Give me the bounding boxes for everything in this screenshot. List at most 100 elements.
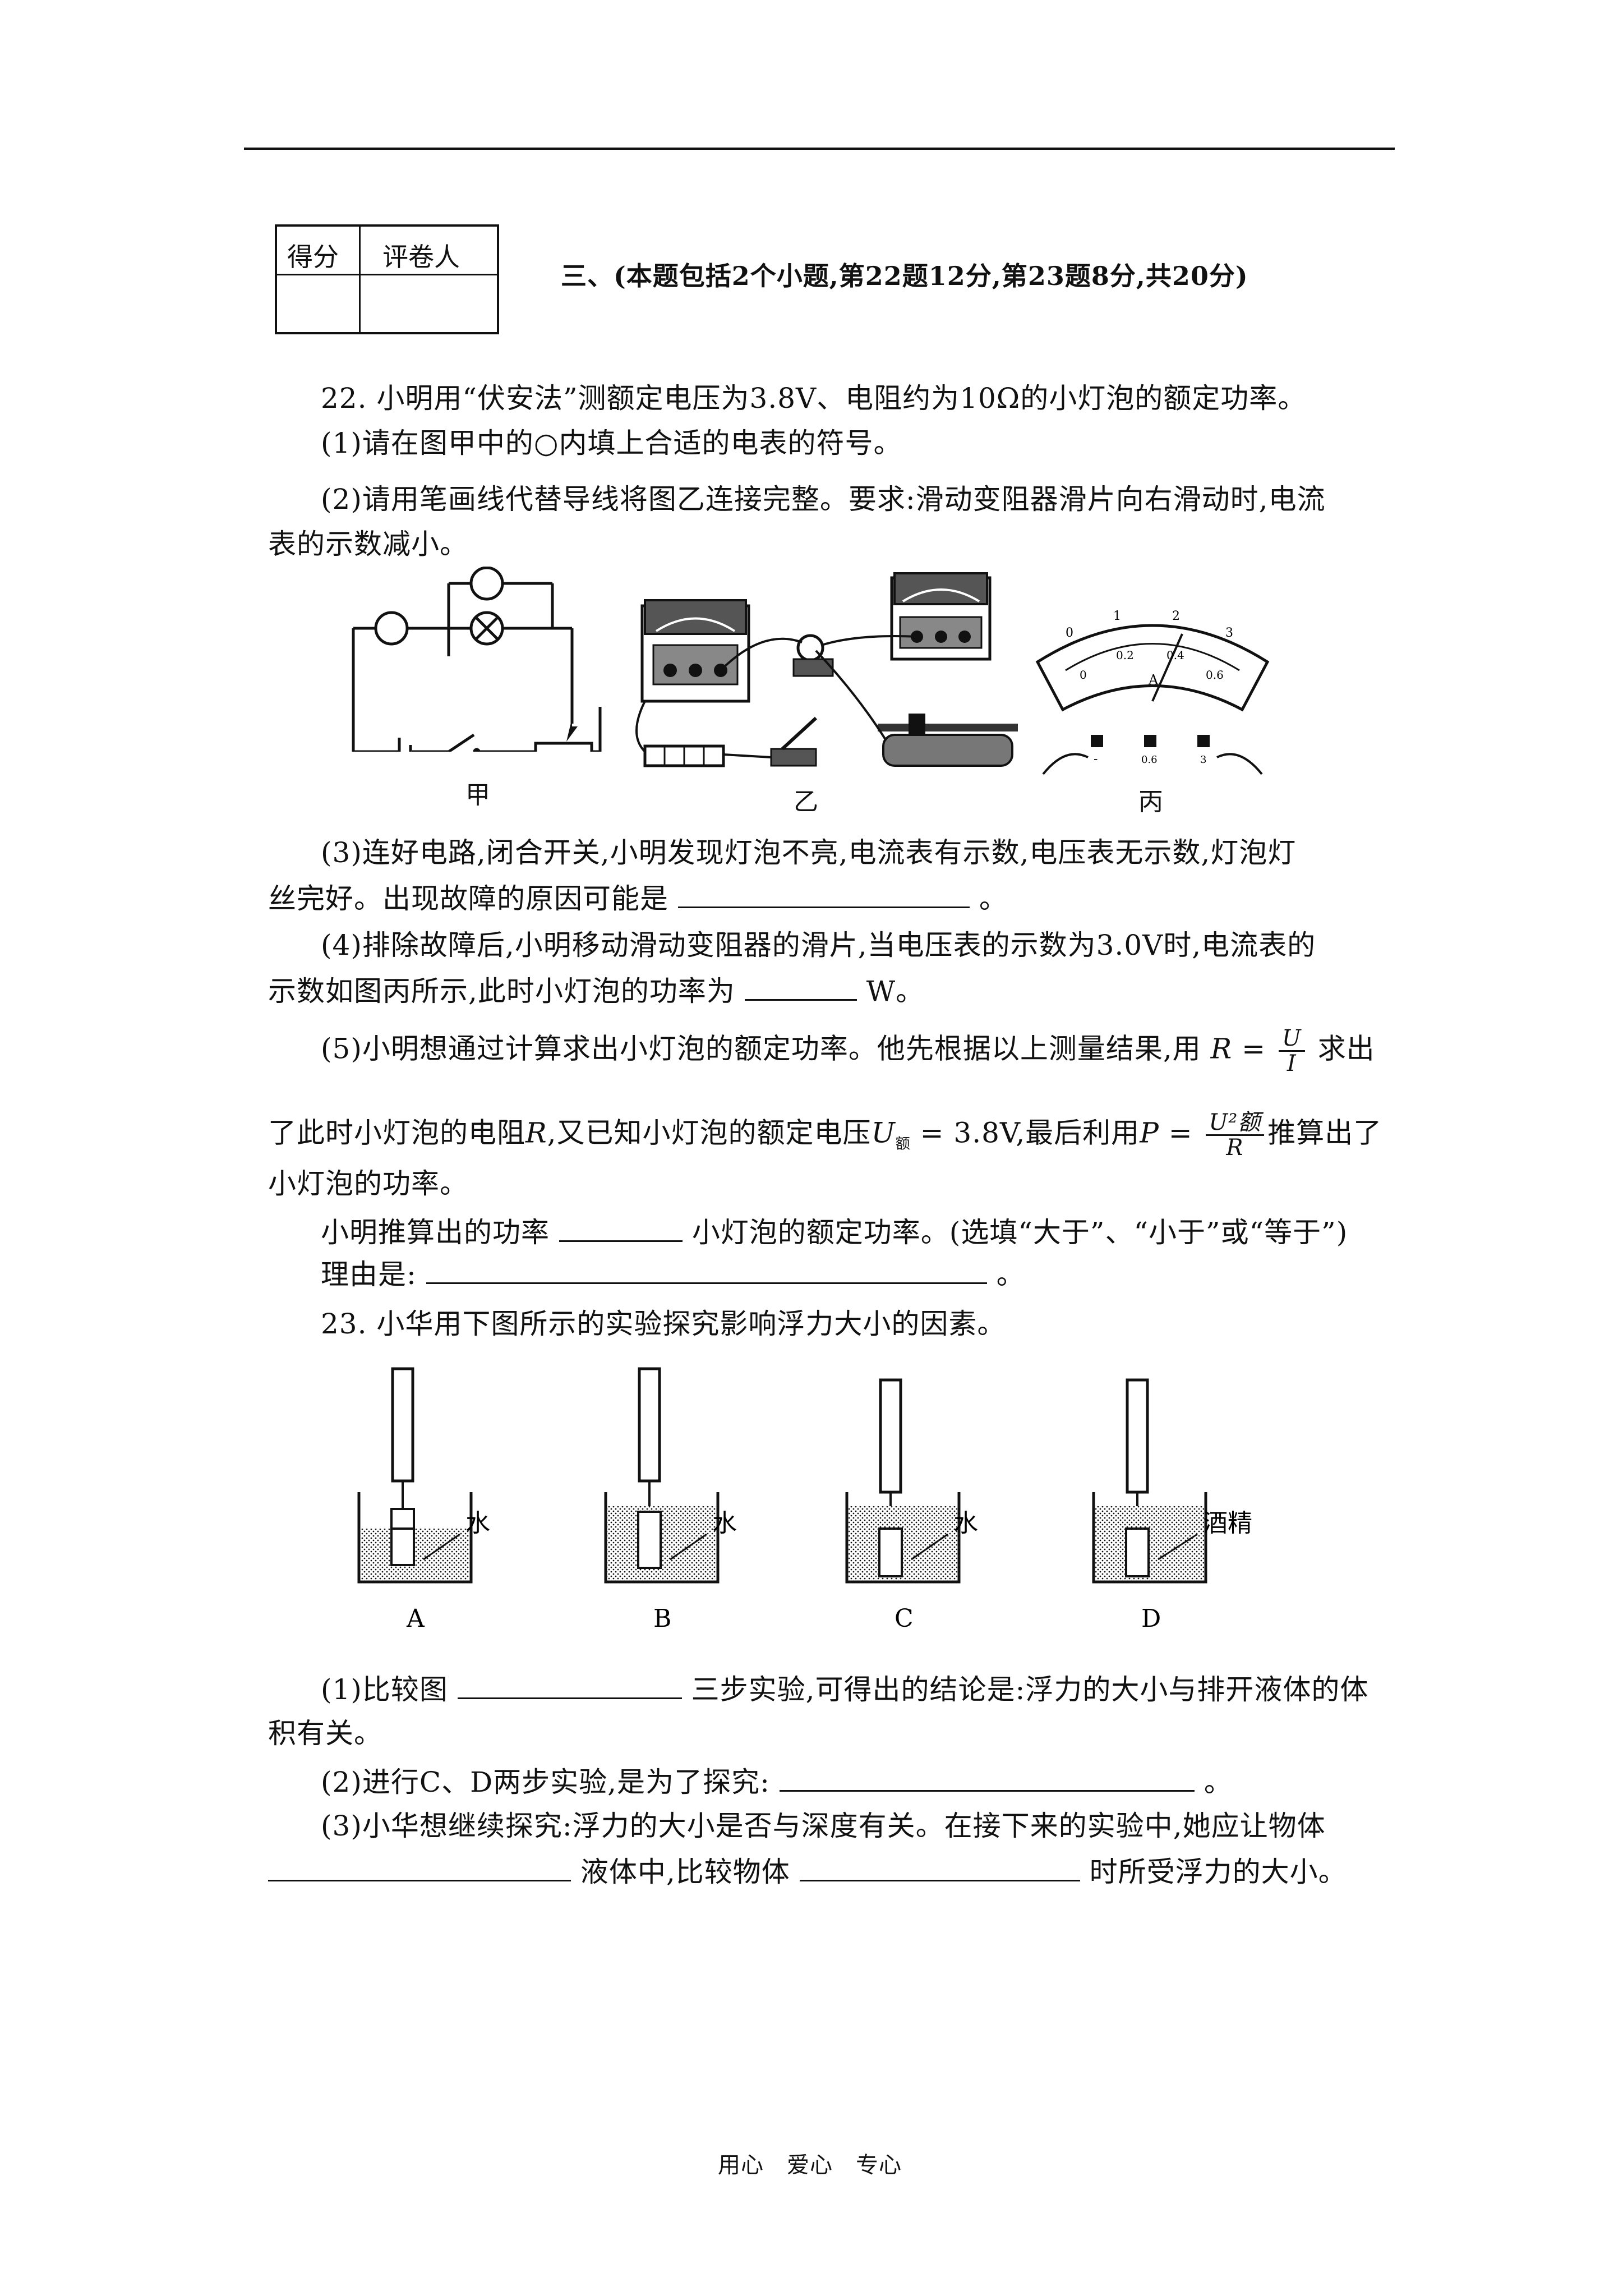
q23-part1-answer-blank[interactable] xyxy=(457,1672,682,1699)
beaker-c xyxy=(845,1378,961,1584)
q22-part3-line2: 丝完好。出现故障的原因可能是 。 xyxy=(268,881,1008,915)
figure-label-bing: 丙 xyxy=(1138,788,1164,816)
q23-part2-end: 。 xyxy=(1204,1766,1233,1798)
beaker-b xyxy=(604,1367,720,1584)
figure-jia-circuit xyxy=(352,567,602,752)
q22-reason-answer-blank[interactable] xyxy=(426,1257,987,1284)
object-block xyxy=(637,1511,662,1569)
spring-scale xyxy=(391,1367,414,1483)
q23-part1-text: (1)比较图 xyxy=(321,1673,448,1706)
ammeter-device xyxy=(640,599,750,703)
q23-part3-mid: 液体中,比较物体 xyxy=(580,1856,790,1888)
score-box-divider-v xyxy=(359,227,361,332)
spring-scale xyxy=(638,1367,661,1483)
var-u-sub: 额 xyxy=(895,1135,911,1153)
beaker-letter: A xyxy=(406,1604,425,1633)
var-r: R xyxy=(525,1116,547,1149)
q22-part4-line1: (4)排除故障后,小明移动滑动变阻器的滑片,当电压表的示数为3.0V时,电流表的 xyxy=(321,929,1316,961)
dial-pointer xyxy=(1151,633,1183,702)
beaker-liquid-label: 水 xyxy=(712,1509,737,1538)
q22-part3-end: 。 xyxy=(979,882,1008,915)
q22-part5-text: (5)小明想通过计算求出小灯泡的额定功率。他先根据以上测量结果,用 xyxy=(321,1032,1201,1065)
dial-scale-bottom: 0.6 xyxy=(1206,668,1224,682)
q23-part3-line1: (3)小华想继续探究:浮力的大小是否与深度有关。在接下来的实验中,她应让物体 xyxy=(321,1810,1326,1842)
q22-part5-line2: 了此时小灯泡的电阻R,又已知小灯泡的额定电压U额 = 3.8V,最后利用P = … xyxy=(268,1111,1382,1161)
q22-part3-answer-blank[interactable] xyxy=(677,881,970,908)
q22-part5b-text: 了此时小灯泡的电阻 xyxy=(268,1116,525,1149)
dial-face xyxy=(1035,624,1270,712)
figure-yi-apparatus xyxy=(635,572,1018,767)
dial-terminals xyxy=(1091,735,1210,747)
q22-part5d-text: 小明推算出的功率 xyxy=(321,1216,550,1249)
q22-part5b-val: = 3.8V,最后利用 xyxy=(910,1116,1140,1149)
beaker-letter: C xyxy=(895,1604,914,1633)
q22-part2-line2: 表的示数减小。 xyxy=(268,528,468,560)
beaker-d xyxy=(1092,1378,1207,1584)
q23-part2-text: (2)进行C、D两步实验,是为了探究: xyxy=(321,1766,770,1798)
q23-intro: 23. 小华用下图所示的实验探究影响浮力大小的因素。 xyxy=(321,1308,1006,1340)
q22-part4-answer-blank[interactable] xyxy=(744,973,857,1001)
q22-part4-end: W。 xyxy=(866,975,925,1007)
dial-scale-top: 0 xyxy=(1066,626,1073,640)
q22-part5-line4: 小明推算出的功率 小灯泡的额定功率。(选填“大于”、“小于”或“等于”) xyxy=(321,1214,1348,1249)
top-rule xyxy=(244,148,1395,150)
page-footer: 用心 爱心 专心 xyxy=(718,2152,902,2178)
dial-unit: A xyxy=(1148,672,1159,688)
rheostat-symbol xyxy=(534,742,593,752)
q22-reason-end: 。 xyxy=(996,1258,1025,1291)
figure-beakers: 水 水 水 酒精 A B C D xyxy=(357,1367,1252,1633)
dial-arc xyxy=(1065,643,1240,671)
section-heading: 三、(本题包括2个小题,第22题12分,第23题8分,共20分) xyxy=(561,261,1248,291)
q22-part4-text: 示数如图丙所示,此时小灯泡的功率为 xyxy=(268,975,735,1007)
q22-part3-text: 丝完好。出现故障的原因可能是 xyxy=(268,882,668,915)
wire xyxy=(720,637,803,671)
wire xyxy=(635,701,646,753)
q23-part1-line1: (1)比较图 三步实验,可得出的结论是:浮力的大小与排开液体的体 xyxy=(321,1672,1368,1706)
meter-circle-left xyxy=(374,611,409,646)
q22-part4-line2: 示数如图丙所示,此时小灯泡的功率为 W。 xyxy=(268,973,924,1008)
wire xyxy=(821,635,917,646)
q22-part5d-choices: 小灯泡的额定功率。(选填“大于”、“小于”或“等于”) xyxy=(691,1216,1348,1249)
beaker-liquid-label: 水 xyxy=(465,1509,490,1538)
q23-part2-answer-blank[interactable] xyxy=(779,1764,1195,1792)
spring-scale xyxy=(1126,1378,1149,1494)
score-box: 得分 评卷人 xyxy=(275,224,499,334)
q22-part5b-end: 推算出了 xyxy=(1267,1116,1382,1149)
meter-circle-top xyxy=(469,567,504,601)
q23-part3-end: 时所受浮力的大小。 xyxy=(1089,1856,1347,1888)
lamp-symbol xyxy=(469,611,504,646)
q22-part5d-answer-blank[interactable] xyxy=(559,1214,683,1242)
beaker-liquid-label: 酒精 xyxy=(1203,1509,1252,1538)
dial-scale-top: 3 xyxy=(1225,626,1233,640)
slide-rheostat xyxy=(878,714,1018,767)
var-u: U xyxy=(871,1116,896,1149)
beaker-letter: D xyxy=(1141,1604,1161,1633)
score-label: 得分 xyxy=(287,242,339,272)
beaker-letter: B xyxy=(653,1604,671,1633)
dial-terminal-label: 3 xyxy=(1200,754,1206,766)
figure-bing-dial: 0 1 2 3 0 0.2 0.4 0.6 A - 0.6 3 xyxy=(1035,609,1270,775)
switch-symbol xyxy=(448,733,481,752)
dial-scale-bottom: 0 xyxy=(1080,668,1087,682)
dial-scale-top: 2 xyxy=(1172,609,1180,623)
figure-label-yi: 乙 xyxy=(794,788,819,816)
q22-part5-line5: 理由是: 。 xyxy=(321,1257,1025,1291)
q22-part5-end: 求出 xyxy=(1317,1032,1375,1065)
formula-r-lhs: R = xyxy=(1210,1032,1266,1065)
battery-pack xyxy=(643,744,725,767)
q22-reason-label: 理由是: xyxy=(321,1258,417,1291)
q23-part3-line2: 液体中,比较物体 时所受浮力的大小。 xyxy=(268,1854,1347,1889)
q23-part3-answer-blank-1[interactable] xyxy=(268,1854,571,1881)
grader-label: 评卷人 xyxy=(382,242,460,272)
dial-terminal-label: - xyxy=(1094,752,1098,766)
dial-scale-top: 1 xyxy=(1113,609,1121,623)
q23-part3-answer-blank-2[interactable] xyxy=(799,1854,1080,1881)
q22-part2-line1: (2)请用笔画线代替导线将图乙连接完整。要求:滑动变阻器滑片向右滑动时,电流 xyxy=(321,483,1326,516)
dial-terminal-label: 0.6 xyxy=(1141,754,1158,766)
q22-part5-line3: 小灯泡的功率。 xyxy=(268,1167,468,1200)
figure-label-jia: 甲 xyxy=(465,781,491,809)
beaker-liquid-label: 水 xyxy=(953,1509,978,1538)
q23-part1-line2: 积有关。 xyxy=(268,1717,382,1750)
q23-part1-conclusion: 三步实验,可得出的结论是:浮力的大小与排开液体的体 xyxy=(691,1673,1369,1706)
